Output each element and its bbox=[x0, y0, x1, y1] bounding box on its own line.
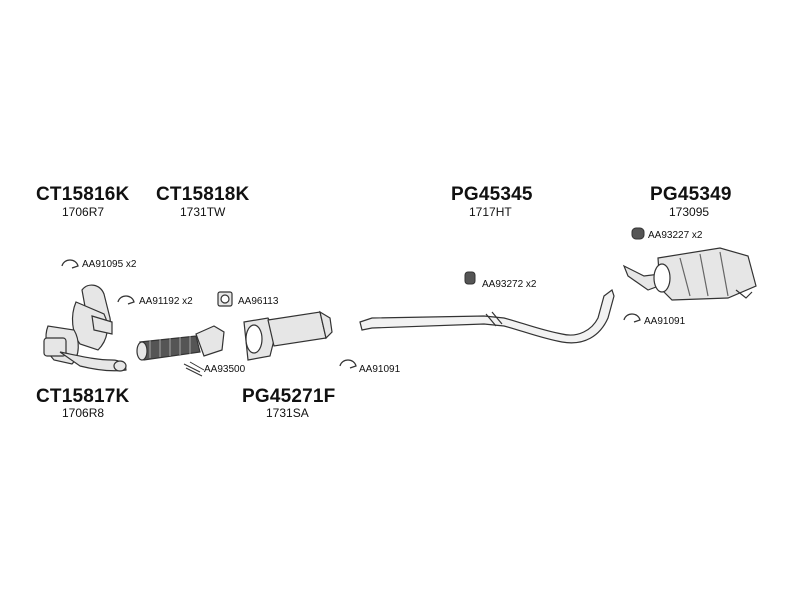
mount-aa93272-drawing bbox=[464, 271, 476, 285]
clamp-aa91095-drawing bbox=[61, 259, 79, 269]
part-code-pg45349[interactable]: PG45349 bbox=[650, 184, 732, 205]
part-ref-ct15816k: 1706R7 bbox=[62, 205, 105, 219]
accessory-aa91091-rear[interactable]: AA91091 bbox=[644, 316, 686, 327]
clamp-aa91192-drawing bbox=[117, 295, 135, 305]
gasket-drawing bbox=[217, 291, 233, 307]
part-ref-ct15817k: 1706R8 bbox=[62, 406, 105, 420]
clamp-aa91091b-drawing bbox=[623, 313, 641, 323]
part-code-ct15817k[interactable]: CT15817K bbox=[36, 386, 130, 407]
particle-filter-drawing bbox=[243, 310, 333, 361]
clamp-aa91091a-drawing bbox=[339, 359, 357, 369]
flex-pipe-drawing bbox=[136, 325, 225, 361]
rear-silencer-drawing bbox=[622, 247, 757, 301]
accessory-aa91095[interactable]: AA91095 x2 bbox=[82, 259, 137, 270]
catalytic-converter-drawing bbox=[43, 284, 127, 372]
part-ref-ct15818k: 1731TW bbox=[180, 205, 226, 219]
accessory-aa91091-front[interactable]: AA91091 bbox=[359, 364, 401, 375]
accessory-aa93500[interactable]: AA93500 bbox=[204, 364, 246, 375]
accessory-aa91192[interactable]: AA91192 x2 bbox=[139, 296, 193, 307]
accessory-aa96113[interactable]: AA96113 bbox=[238, 296, 279, 307]
accessory-aa93227[interactable]: AA93227 x2 bbox=[648, 230, 703, 241]
part-ref-pg45349: 173095 bbox=[669, 205, 710, 219]
middle-pipe-drawing bbox=[359, 289, 615, 344]
part-ref-pg45271f: 1731SA bbox=[266, 406, 309, 420]
bolt-set-drawing bbox=[183, 361, 205, 377]
part-code-pg45345[interactable]: PG45345 bbox=[451, 184, 533, 205]
part-ref-pg45345: 1717HT bbox=[469, 205, 512, 219]
accessory-aa93272[interactable]: AA93272 x2 bbox=[482, 279, 537, 290]
part-code-ct15816k[interactable]: CT15816K bbox=[36, 184, 130, 205]
mount-aa93227-drawing bbox=[631, 227, 645, 240]
part-code-ct15818k[interactable]: CT15818K bbox=[156, 184, 250, 205]
part-code-pg45271f[interactable]: PG45271F bbox=[242, 386, 336, 407]
